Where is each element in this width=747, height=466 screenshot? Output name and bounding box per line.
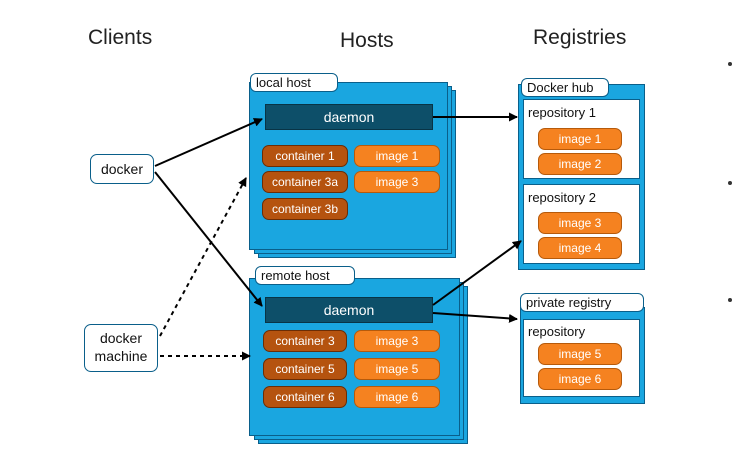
remote-container-3: container 3	[263, 330, 347, 352]
arrow-machine-to-local-host	[159, 177, 247, 337]
private-image-6: image 6	[538, 368, 622, 390]
arrow-docker-to-local-daemon	[154, 118, 263, 167]
remote-image-6: image 6	[354, 386, 440, 408]
registries-title: Registries	[533, 26, 627, 49]
docker-machine-client: docker machine	[84, 324, 158, 372]
hub-image-4: image 4	[538, 237, 622, 259]
remote-container-6: container 6	[263, 386, 347, 408]
docker-hub-label: Docker hub	[521, 78, 609, 97]
local-container-3a: container 3a	[262, 171, 348, 193]
docker-client-label: docker	[100, 161, 144, 177]
repository-1-label: repository 1	[528, 105, 596, 120]
remote-container-5: container 5	[263, 358, 347, 380]
private-image-5: image 5	[538, 343, 622, 365]
local-container-3b: container 3b	[262, 198, 348, 220]
docker-client: docker	[90, 154, 154, 184]
docker-machine-label-line1: docker	[99, 330, 143, 346]
bullet-2	[728, 181, 732, 185]
bullet-3	[728, 298, 732, 302]
private-registry-label: private registry	[520, 293, 644, 312]
hub-image-2: image 2	[538, 153, 622, 175]
repository-2-label: repository 2	[528, 190, 596, 205]
local-host-label: local host	[250, 73, 338, 92]
hub-image-1: image 1	[538, 128, 622, 150]
hosts-title: Hosts	[340, 29, 394, 52]
remote-host-label: remote host	[255, 266, 355, 285]
remote-image-3: image 3	[354, 330, 440, 352]
remote-image-5: image 5	[354, 358, 440, 380]
local-image-1: image 1	[354, 145, 440, 167]
arrow-docker-to-remote-daemon	[154, 171, 263, 307]
hub-image-3: image 3	[538, 212, 622, 234]
local-host-daemon: daemon	[265, 104, 433, 130]
local-container-1: container 1	[262, 145, 348, 167]
clients-title: Clients	[88, 26, 153, 49]
docker-machine-label-line2: machine	[94, 348, 148, 364]
local-image-3: image 3	[354, 171, 440, 193]
remote-host-daemon: daemon	[265, 297, 433, 323]
bullet-1	[728, 62, 732, 66]
private-repository-label: repository	[528, 324, 586, 339]
